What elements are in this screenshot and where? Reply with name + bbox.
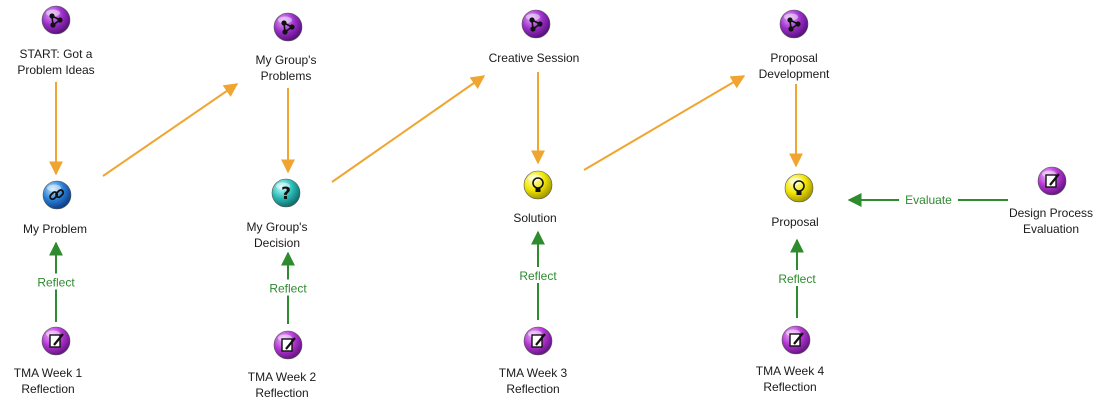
map-icon[interactable] <box>41 5 71 35</box>
node-label: Reflection <box>255 386 308 398</box>
map-icon[interactable] <box>521 9 551 39</box>
node-tma4[interactable]: TMA Week 4 Reflection <box>756 325 825 394</box>
node-label: Reflection <box>763 380 816 394</box>
link-label-background <box>511 267 565 283</box>
node-tma2[interactable]: TMA Week 2 Reflection <box>248 330 317 398</box>
link-arrow[interactable] <box>102 83 239 177</box>
link-label: Reflect <box>269 282 307 296</box>
node-label: Solution <box>513 211 556 225</box>
node-start[interactable]: START: Got a Problem Ideas <box>17 5 95 77</box>
lightbulb-icon[interactable] <box>784 173 814 203</box>
node-label: Evaluation <box>1023 222 1079 236</box>
reflection-icon[interactable] <box>781 325 811 355</box>
node-label: TMA Week 2 <box>248 370 317 384</box>
map-icon[interactable] <box>779 9 809 39</box>
node-label: Problems <box>261 69 312 83</box>
node-label: TMA Week 4 <box>756 364 825 378</box>
node-tma1[interactable]: TMA Week 1 Reflection <box>14 326 83 396</box>
node-label: My Group's <box>256 53 317 67</box>
node-label: Reflection <box>506 382 559 396</box>
link-tma3-to-solution[interactable]: Reflect <box>511 230 565 320</box>
node-solution[interactable]: Solution <box>513 170 557 225</box>
link-label: Reflect <box>778 272 816 286</box>
node-label: Proposal <box>771 215 818 229</box>
link-tma1-to-my-problem[interactable]: Reflect <box>29 241 83 322</box>
node-label: TMA Week 3 <box>499 366 568 380</box>
node-my-problem[interactable]: My Problem <box>23 180 87 236</box>
node-creative[interactable]: Creative Session <box>489 9 580 65</box>
map-icon[interactable] <box>273 12 303 42</box>
reflection-icon[interactable] <box>1037 166 1067 196</box>
link-label-background <box>899 191 958 207</box>
node-label: Reflection <box>21 382 74 396</box>
node-label: Decision <box>254 236 300 250</box>
reflection-icon[interactable] <box>41 326 71 356</box>
link-arrow[interactable] <box>583 75 746 171</box>
node-label: My Problem <box>23 222 87 236</box>
node-label: Creative Session <box>489 51 580 65</box>
link-label: Evaluate <box>905 193 952 207</box>
link-label-background <box>261 279 315 296</box>
link-arrow[interactable] <box>331 75 486 183</box>
link-label: Reflect <box>37 276 75 290</box>
node-label: START: Got a <box>20 47 93 61</box>
link-label: Reflect <box>519 269 557 283</box>
lightbulb-icon[interactable] <box>523 170 553 200</box>
reflection-icon[interactable] <box>273 330 303 360</box>
node-label: Problem Ideas <box>17 63 94 77</box>
node-tma3[interactable]: TMA Week 3 Reflection <box>499 326 568 396</box>
node-label: TMA Week 1 <box>14 366 83 380</box>
node-proposal[interactable]: Proposal <box>771 173 819 229</box>
node-label: Development <box>759 67 830 81</box>
link-my-problem-to-group-problems[interactable] <box>102 83 239 177</box>
link-tma4-to-proposal[interactable]: Reflect <box>770 238 824 318</box>
problem-link-icon[interactable] <box>42 180 72 210</box>
link-tma2-to-group-decision[interactable]: Reflect <box>261 251 315 324</box>
node-label: Design Process <box>1009 206 1093 220</box>
link-design-eval-to-proposal[interactable]: Evaluate <box>847 191 1008 207</box>
reflection-icon[interactable] <box>523 326 553 356</box>
link-label-background <box>29 273 83 290</box>
node-label: My Group's <box>247 220 308 234</box>
link-group-decision-to-creative[interactable] <box>331 75 486 183</box>
link-label-background <box>770 270 824 286</box>
svg-text:?: ? <box>281 184 291 204</box>
link-solution-to-proposal-dev[interactable] <box>583 75 746 171</box>
question-icon[interactable]: ? <box>271 178 301 208</box>
node-label: Proposal <box>770 51 817 65</box>
